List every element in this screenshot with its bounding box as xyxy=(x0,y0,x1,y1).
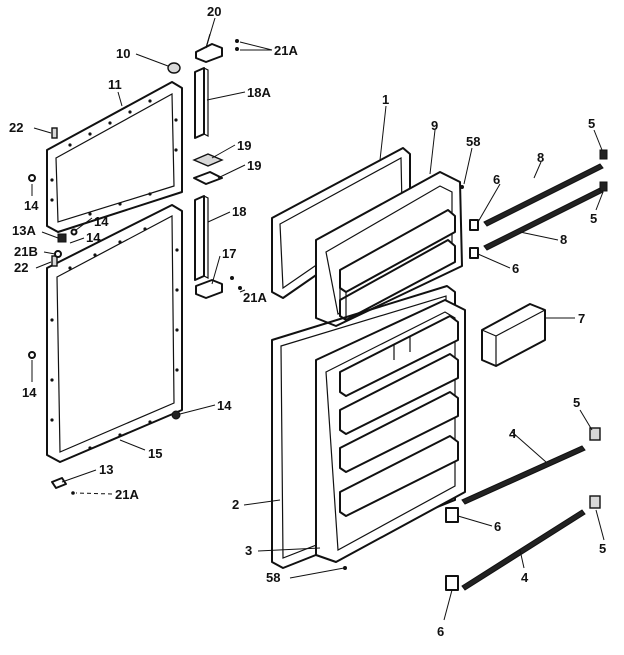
fresh-food-door-3 xyxy=(315,299,466,563)
label-14-mid2: 14 xyxy=(86,230,101,245)
part-21a-screws-mid xyxy=(230,276,242,290)
label-8-top: 8 xyxy=(537,150,544,165)
part-14-plug-b xyxy=(28,351,36,359)
part-14-plug-c xyxy=(171,410,181,420)
part-22-screw-top xyxy=(51,127,58,139)
end-cap-5-a xyxy=(599,149,608,160)
label-13: 13 xyxy=(99,462,113,477)
label-9: 9 xyxy=(431,118,438,133)
label-21b: 21B xyxy=(14,244,38,259)
label-4-bot: 4 xyxy=(521,570,529,585)
label-22-bot: 22 xyxy=(14,260,28,275)
part-13a-hinge xyxy=(57,233,67,243)
shelf-bar-8-top xyxy=(483,163,604,227)
label-21a-top: 21A xyxy=(274,43,298,58)
label-21a-mid: 21A xyxy=(243,290,267,305)
label-19-a: 19 xyxy=(237,138,251,153)
handle-18 xyxy=(194,195,209,281)
part-14-plug-d xyxy=(70,228,78,236)
label-22-top: 22 xyxy=(9,120,23,135)
label-7: 7 xyxy=(578,311,585,326)
label-1: 1 xyxy=(382,92,389,107)
label-13a: 13A xyxy=(12,223,36,238)
label-6-mid: 6 xyxy=(512,261,519,276)
part-10-plug xyxy=(167,62,181,74)
leader-lines xyxy=(31,17,605,621)
label-18a: 18A xyxy=(247,85,271,100)
end-cap-6-b xyxy=(469,247,479,259)
label-17: 17 xyxy=(222,246,236,261)
part-21a-screw-bottom xyxy=(71,491,75,495)
part-14-plug-a xyxy=(28,174,36,182)
freezer-door-9 xyxy=(315,171,463,327)
label-5-top2: 5 xyxy=(590,211,597,226)
part-21b-bushing xyxy=(54,250,62,258)
label-3: 3 xyxy=(245,543,252,558)
end-cap-5-b xyxy=(599,181,608,192)
label-19-b: 19 xyxy=(247,158,261,173)
part-21a-screws-top xyxy=(235,39,239,51)
end-cap-6-d xyxy=(445,575,459,591)
end-cap-6-a xyxy=(469,219,479,231)
label-11: 11 xyxy=(108,77,122,92)
label-5-low: 5 xyxy=(599,541,606,556)
label-2: 2 xyxy=(232,497,239,512)
dairy-door-7 xyxy=(481,303,546,367)
label-5-mid: 5 xyxy=(573,395,580,410)
label-58-top: 58 xyxy=(466,134,480,149)
label-58-bot: 58 xyxy=(266,570,280,585)
shelf-bar-4-bottom xyxy=(461,509,586,591)
shelf-bar-4-top xyxy=(461,445,586,505)
label-6-top: 6 xyxy=(493,172,500,187)
label-8-bot: 8 xyxy=(560,232,567,247)
part-17-hinge xyxy=(195,279,223,299)
part-22-screw-bot xyxy=(51,255,58,267)
part-13-hinge-bottom xyxy=(51,477,67,489)
label-5-top: 5 xyxy=(588,116,595,131)
label-14-left-bot: 14 xyxy=(22,385,37,400)
label-6-bot: 6 xyxy=(437,624,444,639)
label-4-top: 4 xyxy=(509,426,517,441)
end-cap-5-d xyxy=(589,495,601,509)
part-19-cap-b xyxy=(193,171,223,185)
end-cap-5-c xyxy=(589,427,601,441)
label-14-right: 14 xyxy=(217,398,232,413)
callout-labels: 20 21A 10 18A 11 22 19 19 14 14 13A 14 2… xyxy=(9,4,606,639)
handle-18a xyxy=(194,67,209,139)
label-14-mid: 14 xyxy=(94,214,109,229)
label-20: 20 xyxy=(207,4,221,19)
part-58-screw-bottom xyxy=(343,566,347,570)
label-18: 18 xyxy=(232,204,246,219)
part-58-screw-top xyxy=(460,185,464,189)
label-21a-bot: 21A xyxy=(115,487,139,502)
end-cap-6-c xyxy=(445,507,459,523)
part-19-cap-a xyxy=(192,153,224,167)
label-14-left-top: 14 xyxy=(24,198,39,213)
label-15: 15 xyxy=(148,446,162,461)
freezer-door-frame-11 xyxy=(46,81,183,233)
label-10: 10 xyxy=(116,46,130,61)
label-6-low: 6 xyxy=(494,519,501,534)
fresh-food-door-frame-15 xyxy=(46,204,183,463)
